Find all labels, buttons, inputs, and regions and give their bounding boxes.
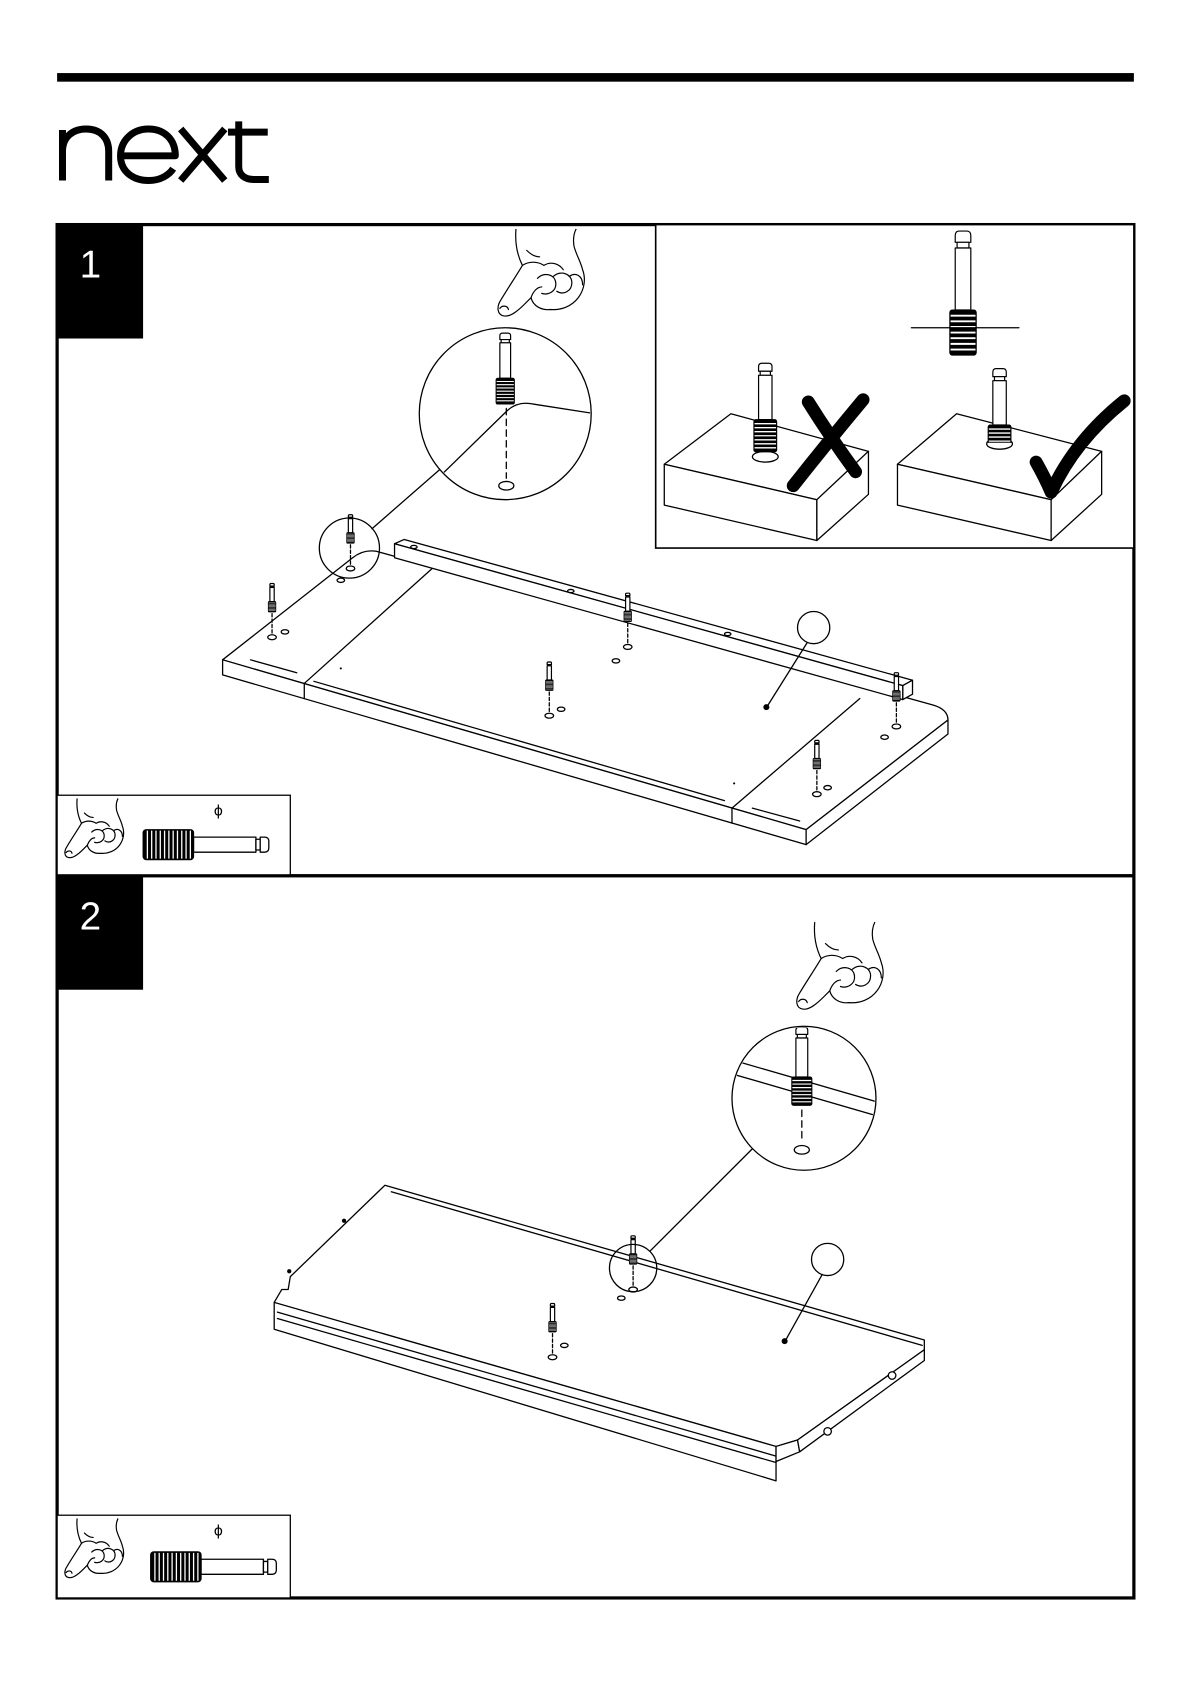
- hardware-box: ϕ: [57, 1515, 290, 1598]
- logo-letter-n: [62, 129, 108, 181]
- hole: [892, 724, 901, 729]
- logo-letter-t: [228, 121, 269, 179]
- dowel-hole: [499, 481, 514, 490]
- hole: [281, 630, 289, 634]
- step-2-panel: 2: [57, 876, 1134, 1598]
- top-rule: [57, 73, 1134, 82]
- hole: [618, 1296, 626, 1300]
- detail-inset: [656, 225, 1134, 548]
- hole: [337, 578, 345, 582]
- next-logo: [62, 121, 268, 180]
- dowel-hole: [752, 451, 778, 462]
- panel-mark: [733, 782, 735, 784]
- panel-pin: [287, 1269, 291, 1273]
- hole: [623, 644, 632, 649]
- dowel-icon: [546, 662, 553, 690]
- hole: [881, 735, 889, 739]
- rail-hole: [411, 545, 417, 548]
- hardware-box: ϕ: [57, 795, 290, 876]
- diameter-symbol: ϕ: [214, 1524, 223, 1540]
- hole: [557, 707, 565, 711]
- dowel-hole: [794, 1146, 809, 1155]
- dowel-icon: [624, 593, 631, 621]
- dowel-icon: [629, 1236, 636, 1264]
- diameter-symbol: ϕ: [214, 804, 223, 820]
- dowel-icon: [813, 740, 820, 768]
- panel-pin: [342, 1219, 346, 1223]
- hole: [824, 786, 832, 790]
- hole: [561, 1343, 569, 1347]
- step-number: 2: [80, 896, 102, 939]
- callout-point: [763, 704, 769, 710]
- hole: [268, 635, 277, 640]
- callout-circle: [798, 611, 830, 643]
- logo-letter-e: [121, 129, 176, 181]
- rail-hole: [568, 589, 574, 592]
- logo-letter-x: [181, 129, 225, 181]
- step-number: 1: [80, 243, 102, 286]
- panel-pin: [824, 1428, 832, 1436]
- callout-point: [782, 1338, 788, 1344]
- hole: [548, 1355, 557, 1360]
- dowel-icon: [549, 1304, 556, 1332]
- rail-hole: [724, 632, 730, 635]
- panel-pin: [888, 1372, 896, 1380]
- dowel-icon: [268, 584, 275, 612]
- step-number-badge: 2: [57, 876, 143, 990]
- hole: [545, 713, 554, 718]
- dowel-icon: [347, 515, 354, 543]
- step-number-badge: 1: [57, 225, 143, 339]
- hole: [612, 659, 620, 663]
- hole: [813, 792, 822, 797]
- hole: [346, 566, 355, 571]
- dowel-icon: [893, 673, 900, 701]
- step-1-panel: 1: [57, 225, 1134, 876]
- callout-circle: [811, 1243, 843, 1275]
- step-frame: [57, 876, 1134, 1598]
- panel-mark: [340, 667, 342, 669]
